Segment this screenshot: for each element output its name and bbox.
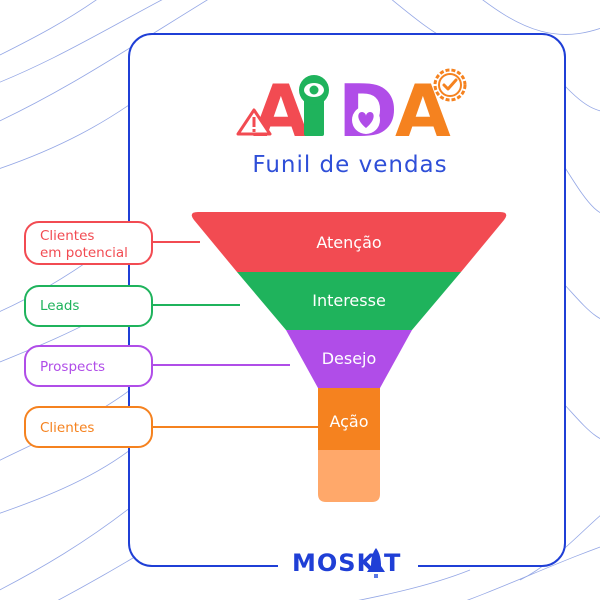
aida-logo: A D A <box>236 68 467 153</box>
pill-prospects-label: Prospects <box>40 359 105 375</box>
pill-clientes: Clientes <box>24 406 153 448</box>
check-badge-icon <box>433 68 467 102</box>
stage-label-acao: Ação <box>329 412 368 431</box>
rocket-icon <box>367 548 385 578</box>
logo-letter-a1: A <box>253 69 309 153</box>
pill-clientes-potencial-line2: em potencial <box>40 245 128 261</box>
eye-icon <box>299 75 329 105</box>
funnel-stage-atencao <box>191 212 507 272</box>
pill-clientes-label: Clientes <box>40 420 94 436</box>
stage-label-interesse: Interesse <box>312 291 386 310</box>
pill-leads: Leads <box>24 285 153 327</box>
funnel-stage-acao <box>318 388 380 450</box>
pill-clientes-potencial-line1: Clientes <box>40 228 94 244</box>
funnel-stage-interesse <box>237 272 461 330</box>
pill-prospects: Prospects <box>24 345 153 387</box>
connectors <box>152 241 318 428</box>
brand-name-start: MOSK <box>292 549 377 577</box>
brand-name-end: T <box>384 549 401 577</box>
pill-leads-label: Leads <box>40 298 79 314</box>
heart-icon <box>352 106 380 134</box>
brand-logo: MOSK T <box>278 545 418 585</box>
subtitle: Funil de vendas <box>252 152 447 178</box>
funnel: Atenção Interesse Desejo Ação <box>191 212 507 502</box>
warning-icon <box>236 108 272 136</box>
stage-label-desejo: Desejo <box>322 349 377 368</box>
funnel-spout <box>318 450 380 502</box>
pill-clientes-potencial: Clientes em potencial <box>24 221 153 265</box>
stage-label-atencao: Atenção <box>316 233 381 252</box>
funnel-stage-desejo <box>286 330 412 388</box>
